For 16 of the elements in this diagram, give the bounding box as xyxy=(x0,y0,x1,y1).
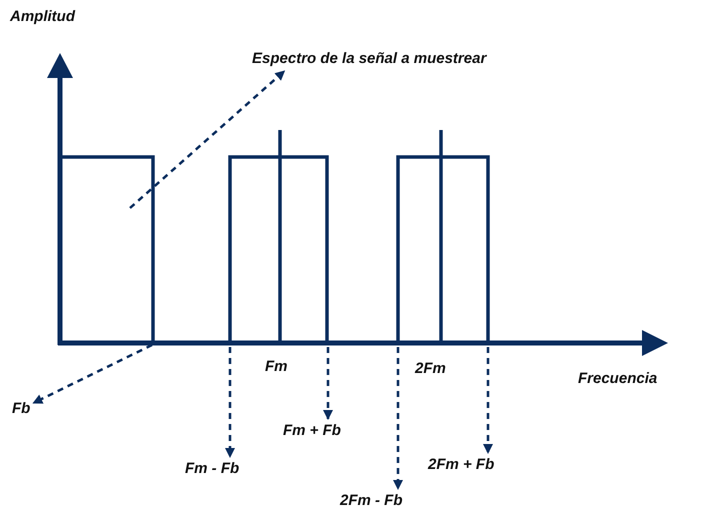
frequency-label: 2Fm + Fb xyxy=(428,456,494,474)
frequency-label: Fm + Fb xyxy=(283,422,341,440)
leader-arrow xyxy=(483,347,493,454)
leader-arrow xyxy=(225,347,235,458)
leader-arrow xyxy=(32,344,153,404)
leader-arrow xyxy=(393,347,403,490)
frequency-label: 2Fm - Fb xyxy=(340,492,402,510)
axis-label: Amplitud xyxy=(10,8,75,26)
frequency-label: Fm - Fb xyxy=(185,460,240,478)
frequency-label: Fb xyxy=(12,400,30,418)
tick-label: Fm xyxy=(265,358,288,376)
tick-label: 2Fm xyxy=(415,360,446,378)
leader-arrow xyxy=(323,347,333,420)
frequency-label: Espectro de la señal a muestrear xyxy=(252,50,486,68)
axis-label: Frecuencia xyxy=(578,370,658,388)
leader-arrow xyxy=(129,70,286,209)
